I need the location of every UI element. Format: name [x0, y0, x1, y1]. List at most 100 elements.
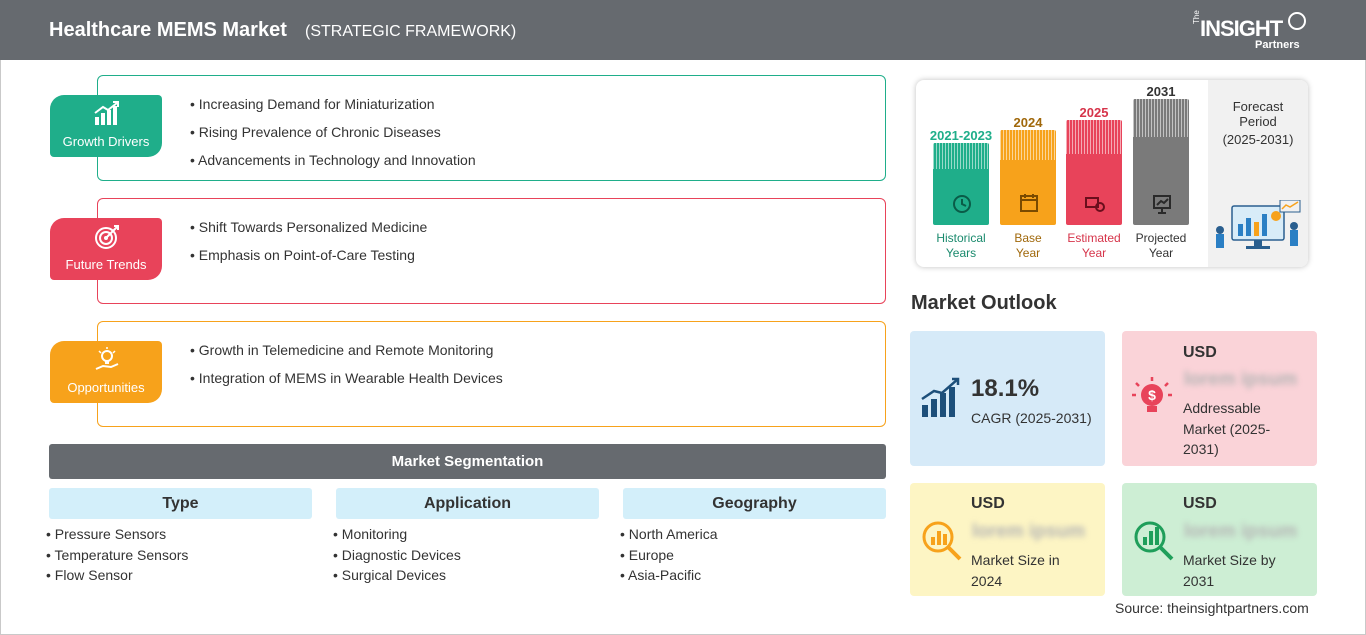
cagr-card: 18.1% CAGR (2025-2031) [910, 331, 1105, 466]
bulb-dollar-icon: $ [1132, 377, 1172, 412]
list-item: Advancements in Technology and Innovatio… [190, 152, 476, 180]
source-link[interactable]: Source: theinsightpartners.com [1115, 600, 1309, 616]
addressable-usd: USD [1183, 344, 1217, 361]
growth-chart-icon [94, 101, 119, 125]
segmentation-title: Market Segmentation [49, 444, 886, 479]
size-2024-usd: USD [971, 495, 1005, 512]
magnifier-chart-icon [922, 521, 962, 561]
market-size-2024-card: USD lorem ipsum Market Size in 2024 [910, 483, 1105, 596]
segment-heading-application: Application [336, 488, 599, 519]
opportunities-list: Growth in Telemedicine and Remote Monito… [190, 342, 503, 398]
estimate-icon [1085, 197, 1105, 212]
page-subtitle: (STRATEGIC FRAMEWORK) [305, 23, 517, 40]
projected-year: 2031 [1146, 84, 1176, 99]
calendar-icon [1020, 194, 1038, 212]
caption-line: Estimated [1067, 231, 1121, 245]
list-item: Emphasis on Point-of-Care Testing [190, 247, 427, 275]
caption-line: Year [1148, 246, 1174, 260]
segment-list-geography: North America Europe Asia-Pacific [620, 526, 718, 588]
list-item: Temperature Sensors [46, 547, 189, 568]
caption-line: Years [945, 246, 977, 260]
list-item: Pressure Sensors [46, 526, 188, 547]
label-line: Market Size in [971, 552, 1060, 568]
base-year-bar [1000, 130, 1056, 225]
segment-list-type: Pressure Sensors Temperature Sensors Flo… [46, 526, 189, 588]
list-item: Rising Prevalence of Chronic Diseases [190, 124, 476, 152]
segment-heading-geography: Geography [623, 488, 886, 519]
label-line: Addressable [1183, 400, 1261, 416]
projected-year-bar [1133, 99, 1189, 225]
label-line: Market (2025- [1183, 420, 1271, 437]
segment-heading-type: Type [49, 488, 312, 519]
label-line: 2031 [1183, 572, 1215, 589]
lightbulb-hand-icon [95, 347, 119, 370]
header-bar: Healthcare MEMS Market (STRATEGIC FRAMEW… [0, 0, 1366, 60]
size-2031-usd: USD [1183, 495, 1217, 512]
forecast-line: Period [1239, 114, 1277, 129]
addressable-market-card: $ USD lorem ipsum Addressable Market (20… [1122, 331, 1317, 466]
historical-bar [933, 143, 989, 225]
caption-line: Year [1081, 246, 1107, 260]
size-2031-label: Market Size by 2031 [1183, 550, 1276, 591]
growth-drivers-badge: Growth Drivers [50, 95, 162, 157]
size-2031-value-blurred: lorem ipsum [1184, 521, 1297, 542]
forecast-line: Forecast [1232, 99, 1284, 114]
market-size-2031-card: USD lorem ipsum Market Size by 2031 [1122, 483, 1317, 596]
page-title: Healthcare MEMS Market [49, 19, 287, 41]
list-item: Shift Towards Personalized Medicine [190, 219, 428, 247]
label-line: 2024 [971, 572, 1003, 589]
market-outlook-title: Market Outlook [911, 292, 1057, 314]
target-icon [95, 225, 119, 249]
list-item: Increasing Demand for Miniaturization [190, 96, 476, 124]
history-icon [953, 195, 971, 213]
presentation-icon [1153, 195, 1171, 214]
list-item: Flow Sensor [46, 567, 188, 588]
segment-list-application: Monitoring Diagnostic Devices Surgical D… [333, 526, 461, 588]
caption-line: Base [1014, 231, 1042, 245]
logo-ring-icon [1288, 12, 1306, 30]
cagr-label: CAGR (2025-2031) [971, 410, 1092, 426]
logo-insight: INSIGHT [1200, 16, 1283, 41]
label-line: 2031) [1183, 441, 1219, 457]
logo-partners: Partners [1255, 39, 1300, 51]
forecast-period-title: Forecast Period (2025-2031) [1208, 99, 1308, 147]
size-2024-label: Market Size in 2024 [971, 550, 1060, 591]
list-item: Integration of MEMS in Wearable Health D… [190, 370, 503, 398]
estimated-year-bar [1066, 120, 1122, 225]
magnifier-growth-icon [1134, 521, 1174, 561]
svg-text:$: $ [1148, 387, 1156, 403]
list-item: Asia-Pacific [620, 567, 718, 588]
historical-year: 2021-2023 [929, 128, 993, 143]
opportunities-badge: Opportunities [50, 341, 162, 403]
analytics-illustration-icon [1216, 200, 1301, 249]
future-trends-list: Shift Towards Personalized Medicine Emph… [190, 219, 428, 275]
addressable-value-blurred: lorem ipsum [1184, 369, 1297, 390]
estimated-year: 2025 [1079, 105, 1109, 120]
list-item: Diagnostic Devices [333, 547, 461, 568]
base-year: 2024 [1013, 115, 1043, 130]
list-item: Europe [620, 547, 718, 568]
caption-line: Historical [936, 231, 986, 245]
list-item: Monitoring [333, 526, 461, 547]
opportunities-label: Opportunities [67, 380, 145, 395]
addressable-label: Addressable Market (2025- 2031) [1183, 398, 1270, 460]
future-trends-badge: Future Trends [50, 218, 162, 280]
growth-drivers-list: Increasing Demand for Miniaturization Ri… [190, 96, 476, 180]
caption-line: Projected [1135, 231, 1187, 245]
list-item: Surgical Devices [333, 567, 461, 588]
future-trends-label: Future Trends [65, 257, 147, 272]
cagr-value: 18.1% [971, 375, 1040, 402]
list-item: Growth in Telemedicine and Remote Monito… [190, 342, 503, 370]
forecast-line: (2025-2031) [1222, 132, 1294, 147]
caption-line: Year [1015, 246, 1041, 260]
growth-bars-icon [921, 377, 960, 417]
list-item: North America [620, 526, 718, 547]
insight-partners-logo: The INSIGHT Partners [1192, 10, 1312, 54]
growth-drivers-label: Growth Drivers [62, 134, 150, 149]
label-line: Market Size by [1183, 552, 1276, 568]
size-2024-value-blurred: lorem ipsum [972, 521, 1085, 542]
